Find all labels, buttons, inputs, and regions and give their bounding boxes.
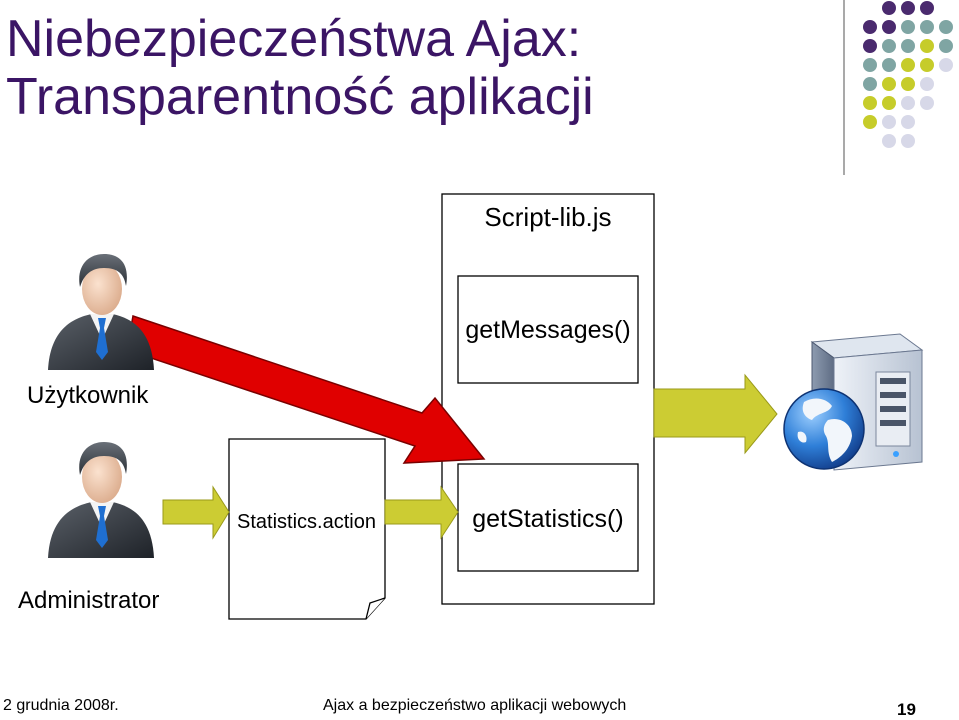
footer-date: 2 grudnia 2008r.: [3, 697, 119, 714]
statistics-action-document: Statistics.action: [228, 438, 386, 620]
user-to-getstatistics-red-arrow: [126, 315, 486, 464]
web-server-icon: [783, 333, 924, 471]
page-number: 19: [897, 700, 916, 719]
statistics-action-label: Statistics.action: [237, 511, 376, 533]
admin-person-icon: [48, 442, 154, 558]
slide-title: Niebezpieczeństwa Ajax: Transparentność …: [6, 10, 766, 126]
admin-label: Administrator: [18, 587, 159, 614]
get-statistics-label: getStatistics(): [472, 505, 623, 533]
decorative-divider: [843, 0, 845, 175]
footer-subtitle: Ajax a bezpieczeństwo aplikacji webowych: [323, 697, 627, 714]
admin-to-action-arrow: [162, 485, 230, 540]
action-to-getstatistics-arrow: [384, 485, 459, 540]
user-person-icon: [48, 254, 154, 370]
globe-icon: [783, 388, 865, 470]
slide-title-line-2: Transparentność aplikacji: [6, 68, 594, 126]
script-lib-label: Script-lib.js: [484, 202, 611, 232]
slide-title-line-1: Niebezpieczeństwa Ajax:: [6, 10, 582, 68]
user-label: Użytkownik: [27, 382, 149, 409]
get-messages-label: getMessages(): [465, 316, 630, 344]
get-messages-box: getMessages(): [457, 275, 639, 384]
get-statistics-box: getStatistics(): [457, 463, 639, 572]
scriptlib-to-server-arrow: [653, 373, 778, 455]
